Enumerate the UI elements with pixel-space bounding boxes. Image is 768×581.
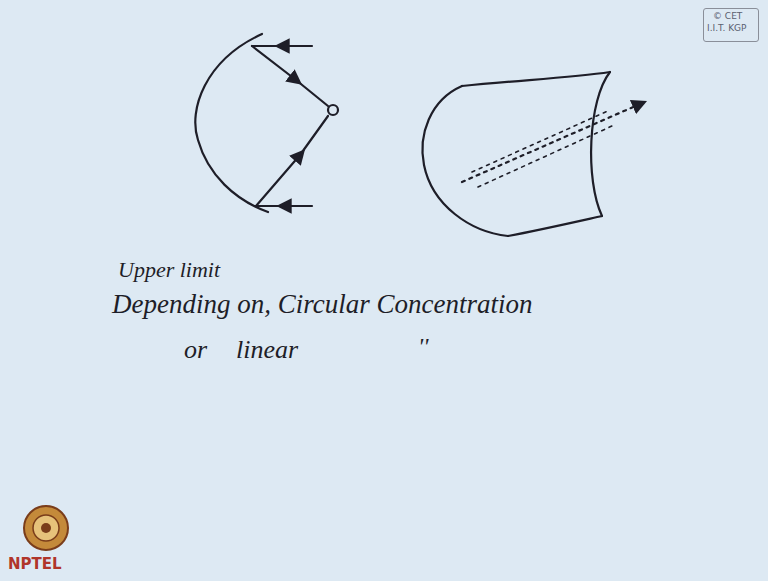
parabolic-reflector — [195, 34, 268, 212]
nptel-logo-text: NPTEL — [8, 556, 62, 573]
institute-mark: I.I.T. KGP — [707, 24, 747, 34]
note-text: Depending on, Circular Concentration — [112, 290, 532, 320]
nptel-emblem — [24, 506, 68, 550]
ditto-mark: '' — [418, 333, 428, 359]
copyright-mark: © CET — [713, 12, 742, 22]
note-text: linear — [236, 336, 298, 365]
focal-point — [328, 105, 338, 115]
note-text: Upper limit — [118, 258, 220, 282]
note-text: or — [184, 336, 207, 365]
focal-line — [462, 104, 640, 182]
